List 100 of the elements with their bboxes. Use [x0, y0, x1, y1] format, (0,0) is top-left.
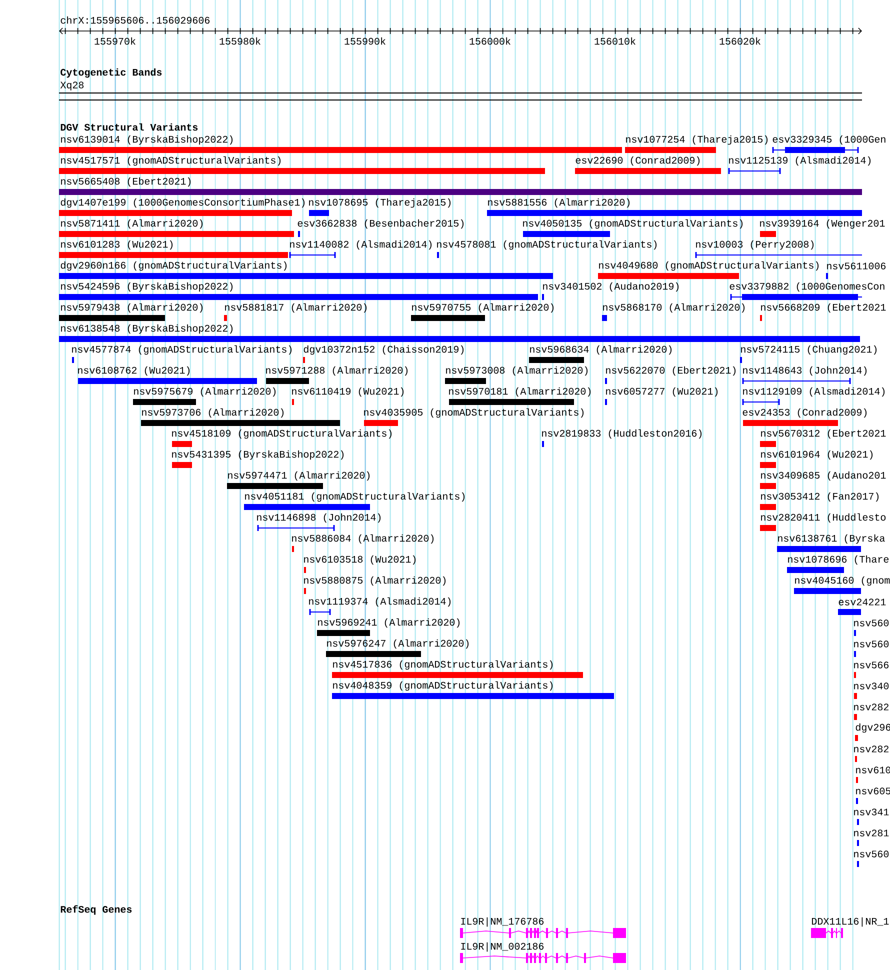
variant-bar: nsv4517836 (gnomADStructuralVariants)	[332, 660, 583, 678]
variant-bar: nsv282	[854, 746, 888, 762]
variant-bar: nsv1077254 (Thareja2015)	[625, 135, 768, 153]
node-label: nsv6110419 (Wu2021)	[292, 387, 404, 397]
node-label: nsv5971288 (Almarri2020)	[266, 366, 408, 376]
variant-bar: nsv4518109 (gnomADStructuralVariants)	[172, 429, 392, 447]
variant-bar: nsv5880875 (Almarri2020)	[304, 576, 446, 594]
variant-bar: nsv5973008 (Almarri2020)	[445, 366, 588, 384]
band-label: Xq28	[60, 82, 84, 90]
variant-bar: nsv6139014 (ByrskaBishop2022)	[59, 135, 622, 153]
node-label: nsv560	[854, 620, 889, 626]
variant-bar: nsv4051181 (gnomADStructuralVariants)	[244, 492, 465, 510]
node-label: nsv281	[854, 830, 889, 836]
node-label: dgv2960n166 (gnomADStructuralVariants)	[60, 261, 287, 271]
variant-bar: nsv2819833 (Huddleston2016)	[542, 429, 702, 447]
node-label: nsv5979438 (Almarri2020)	[61, 303, 203, 313]
variant-bar: nsv6057277 (Wu2021)	[605, 387, 718, 405]
variant-bar: nsv5881817 (Almarri2020)	[224, 303, 367, 321]
node-label: nsv3409685 (Audano201	[761, 471, 886, 481]
variant-bar: nsv5886084 (Almarri2020)	[292, 534, 434, 552]
node-label: nsv4578081 (gnomADStructuralVariants)	[437, 240, 657, 250]
gene-model: IL9R|NM_176786	[460, 917, 626, 938]
node-label: nsv1078695 (Thareja2015)	[309, 198, 451, 208]
node-label: nsv3939164 (Wenger201	[760, 219, 885, 229]
variant-bar: nsv5424596 (ByrskaBishop2022)	[59, 282, 538, 300]
variant-bar: nsv340	[854, 682, 889, 699]
node-label: nsv5973706 (Almarri2020)	[142, 408, 284, 418]
variant-bar: nsv6138761 (Byrska	[777, 534, 885, 552]
variant-bar: dgv2960n166 (gnomADStructuralVariants)	[59, 261, 553, 279]
node-label: nsv4517836 (gnomADStructuralVariants)	[333, 660, 553, 670]
variant-bar: nsv4050135 (gnomADStructuralVariants)	[523, 219, 743, 237]
variant-bar: nsv1125139 (Alsmadi2014)	[728, 156, 871, 174]
variant-bar: nsv282	[854, 704, 888, 720]
variant-bar: nsv4045160 (gnom	[794, 576, 890, 594]
variant-bar: nsv6103518 (Wu2021)	[304, 555, 416, 573]
node-label: nsv3053412 (Fan2017)	[761, 492, 879, 502]
variant-bar: nsv10003 (Perry2008)	[695, 240, 862, 258]
gene-model: IL9R|NM_002186	[460, 942, 626, 963]
variant-bar: nsv4577874 (gnomADStructuralVariants)	[72, 345, 292, 363]
node-label: nsv4045160 (gnom	[795, 576, 890, 586]
tick-label: 156020k	[720, 37, 760, 45]
variant-bar: nsv5431395 (ByrskaBishop2022)	[172, 450, 344, 468]
variant-bar: nsv560	[854, 640, 889, 657]
node-label: nsv5724115 (Chuang2021)	[741, 345, 877, 355]
variant-bar: nsv1146898 (John2014)	[257, 513, 381, 531]
node-label: nsv5611006	[827, 262, 886, 270]
node-label: dgv10372n152 (Chaisson2019)	[304, 345, 464, 355]
variant-bar: nsv3939164 (Wenger201	[760, 219, 885, 237]
variant-bar: nsv2820411 (Huddlesto	[760, 513, 886, 531]
variant-bar: nsv4048359 (gnomADStructuralVariants)	[332, 681, 614, 699]
node-label: nsv3401502 (Audano2019)	[543, 282, 679, 292]
node-label: nsv282	[854, 704, 888, 710]
node-label: nsv6108762 (Wu2021)	[78, 366, 190, 376]
node-label: nsv2819833 (Huddleston2016)	[542, 429, 702, 439]
variant-bar: nsv5611006	[826, 262, 886, 279]
variant-bar: nsv6101964 (Wu2021)	[760, 450, 873, 468]
locus-label: chrX:155965606..156029606	[60, 16, 210, 24]
variant-bar: nsv5968634 (Almarri2020)	[529, 345, 672, 363]
variant-bar: nsv5622070 (Ebert2021)	[605, 366, 736, 384]
node-label: nsv5970181 (Almarri2020)	[449, 387, 591, 397]
variant-bar: nsv1140082 (Alsmadi2014)	[289, 240, 432, 258]
variant-bar: nsv5969241 (Almarri2020)	[317, 618, 460, 636]
node-label: nsv5886084 (Almarri2020)	[292, 534, 434, 544]
variant-bar: nsv4517571 (gnomADStructuralVariants)	[59, 156, 545, 174]
variant-bar: nsv5970755 (Almarri2020)	[411, 303, 554, 321]
variant-bar: nsv5974471 (Almarri2020)	[227, 471, 370, 489]
node-label: nsv5880875 (Almarri2020)	[304, 576, 446, 586]
variant-bar: nsv4035905 (gnomADStructuralVariants)	[364, 408, 584, 426]
node-label: nsv5970755 (Almarri2020)	[412, 303, 554, 313]
variant-bar: esv22690 (Conrad2009)	[575, 156, 721, 174]
node-label: nsv1078696 (Thare	[788, 555, 889, 565]
node-label: nsv4049680 (gnomADStructuralVariants)	[599, 261, 819, 271]
tick-label: 155990k	[344, 37, 386, 45]
node-label: nsv4051181 (gnomADStructuralVariants)	[245, 492, 465, 502]
variant-bar: esv3329345 (1000Gen	[772, 135, 886, 153]
variant-bar: nsv281	[854, 830, 889, 846]
variant-bar: nsv5871411 (Almarri2020)	[59, 219, 294, 237]
node-label: IL9R|NM_176786	[461, 917, 544, 927]
variant-bar: nsv5668209 (Ebert2021	[760, 303, 886, 321]
node-label: nsv5881556 (Almarri2020)	[488, 198, 630, 208]
variant-bar: nsv5975679 (Almarri2020)	[133, 387, 276, 405]
variant-bar: nsv560	[854, 620, 889, 636]
variant-bar: nsv1078695 (Thareja2015)	[309, 198, 451, 216]
variant-bar: nsv5973706 (Almarri2020)	[141, 408, 340, 426]
node-label: esv24353 (Conrad2009)	[742, 408, 867, 418]
node-label: nsv4035905 (gnomADStructuralVariants)	[364, 408, 584, 418]
variant-bar: nsv5970181 (Almarri2020)	[449, 387, 591, 405]
node-label: nsv4517571 (gnomADStructuralVariants)	[61, 156, 281, 166]
node-label: nsv5868170 (Almarri2020)	[603, 303, 745, 313]
track-heading: RefSeq Genes	[60, 905, 132, 915]
tick-label: 156010k	[594, 37, 636, 45]
variant-bar: nsv560	[854, 850, 889, 867]
node-label: nsv6101964 (Wu2021)	[761, 450, 873, 460]
node-label: nsv5424596 (ByrskaBishop2022)	[61, 282, 233, 292]
variant-bar: nsv1129109 (Alsmadi2014)	[742, 387, 885, 405]
node-label: esv22690 (Conrad2009)	[576, 156, 700, 166]
variant-bar: nsv1148643 (John2014)	[742, 366, 867, 384]
variant-bar: nsv5979438 (Almarri2020)	[59, 303, 203, 321]
node-label: nsv6138548 (ByrskaBishop2022)	[61, 324, 233, 334]
node-label: nsv2820411 (Huddlesto	[761, 513, 886, 523]
